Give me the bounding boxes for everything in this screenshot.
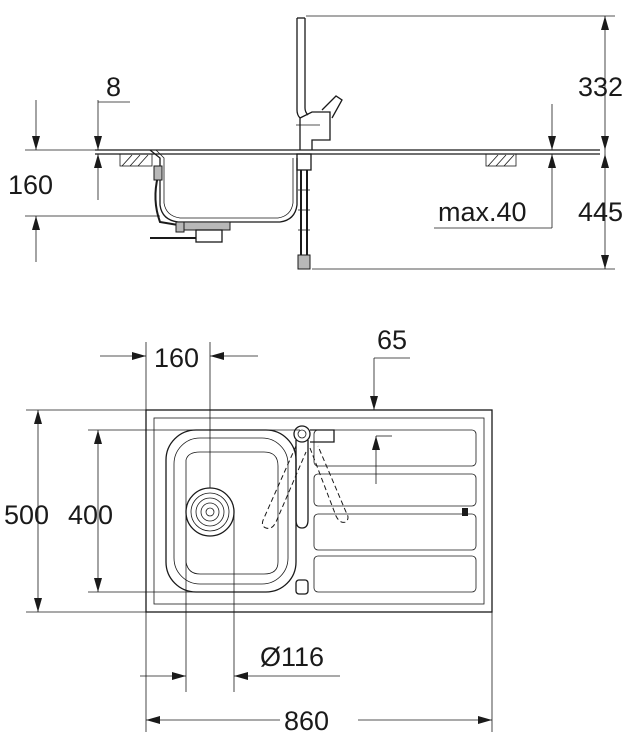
dim-max-thickness: max.40 [438, 197, 527, 227]
overflow-fitting [153, 165, 163, 181]
dim-width-total: 860 [284, 706, 329, 736]
dim-drain-offset: 160 [154, 343, 199, 373]
overflow-pipe [154, 175, 185, 227]
hatch-left [119, 153, 153, 167]
side-view: 332 445 max.40 160 8 [8, 15, 623, 270]
faucet-lever-top [310, 429, 335, 443]
faucet-body [299, 111, 331, 150]
dim-rim: 8 [106, 72, 121, 102]
pipe-clip [175, 221, 185, 233]
overflow-top [295, 579, 309, 595]
faucet-mount-nut [296, 153, 312, 171]
dim-depth-total: 500 [4, 500, 49, 530]
faucet-hose-end [297, 254, 311, 270]
drain-body [195, 229, 223, 243]
drain-flange [183, 221, 231, 231]
faucet-swing-left [261, 445, 307, 529]
faucet-lever [321, 95, 343, 119]
faucet-top [261, 425, 349, 529]
faucet-side [296, 17, 343, 270]
dim-bowl-depth: 400 [68, 500, 113, 530]
dim-drain-diameter: Ø116 [260, 642, 324, 672]
bowl-profile [149, 149, 298, 223]
dim-sink-depth: 160 [8, 170, 53, 200]
faucet-spout-top [295, 440, 309, 529]
bowl-profile-inner [155, 149, 294, 219]
dim-faucet-height: 332 [578, 72, 623, 102]
dim-tap-offset: 65 [377, 325, 407, 355]
faucet-swing-right [309, 445, 349, 523]
drain-top [185, 487, 235, 537]
top-view: 65 500 400 160 Ø116 [4, 325, 493, 736]
drainer-area [313, 429, 477, 593]
bowl-inner [173, 437, 289, 585]
sink-rim-inner [153, 417, 485, 605]
sink-outline [145, 409, 493, 613]
faucet-spout-left [296, 18, 301, 150]
faucet-spout-right [304, 18, 309, 116]
bowl-basin [185, 451, 279, 575]
dim-total-height: 445 [578, 197, 623, 227]
hatch-right [485, 153, 517, 167]
